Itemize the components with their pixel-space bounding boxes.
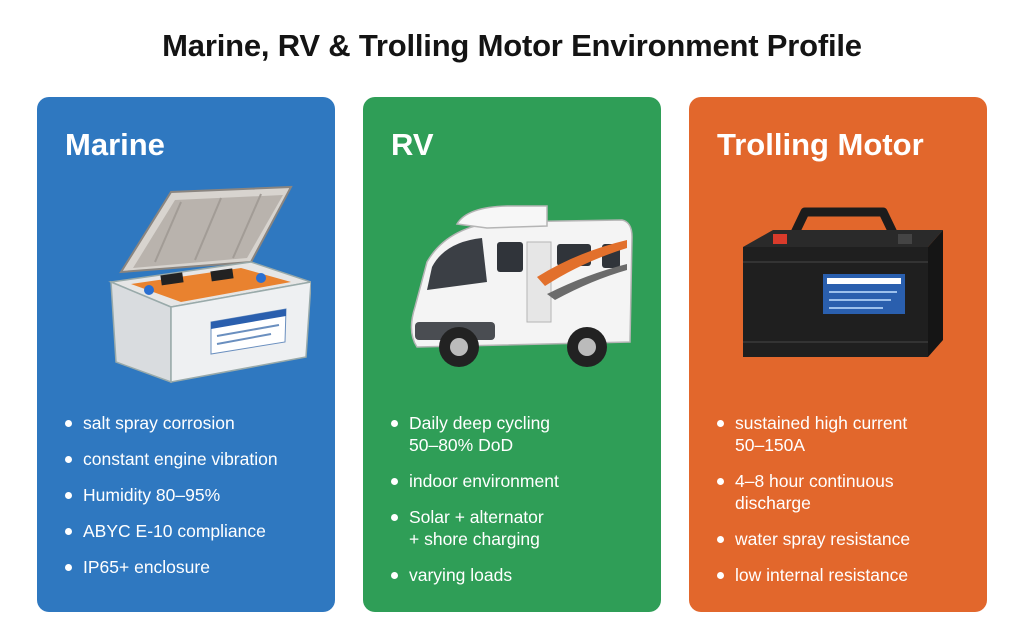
bullet-item: Solar + alternator+ shore charging: [391, 506, 647, 550]
marine-bullet-list: salt spray corrosion constant engine vib…: [65, 412, 321, 592]
bullet-item: Humidity 80–95%: [65, 484, 321, 506]
bullet-item: ABYC E-10 compliance: [65, 520, 321, 542]
bullet-dot: [717, 420, 724, 427]
trolling-motor-battery-icon: [743, 207, 943, 357]
card-title-marine: Marine: [65, 127, 165, 162]
bullet-dot: [65, 564, 72, 571]
bullet-dot: [65, 528, 72, 535]
bullet-dot: [391, 514, 398, 521]
marine-card: Marine salt spray corrosion constant eng…: [37, 97, 335, 612]
bullet-dot: [391, 420, 398, 427]
bullet-item: salt spray corrosion: [65, 412, 321, 434]
bullet-item: IP65+ enclosure: [65, 556, 321, 578]
bullet-dot: [391, 572, 398, 579]
card-title-trolling-motor: Trolling Motor: [717, 127, 924, 162]
bullet-item: indoor environment: [391, 470, 647, 492]
card-title-rv: RV: [391, 127, 434, 162]
bullet-dot: [65, 420, 72, 427]
rv-motorhome-icon: [410, 205, 633, 367]
bullet-item: constant engine vibration: [65, 448, 321, 470]
bullet-dot: [717, 536, 724, 543]
page-title: Marine, RV & Trolling Motor Environment …: [162, 28, 862, 63]
bullet-item: water spray resistance: [717, 528, 973, 550]
bullet-item: varying loads: [391, 564, 647, 586]
bullet-item: low internal resistance: [717, 564, 973, 586]
bullet-dot: [717, 572, 724, 579]
bullet-dot: [391, 478, 398, 485]
marine-battery-box-icon: [108, 185, 311, 384]
bullet-dot: [717, 478, 724, 485]
bullet-dot: [65, 456, 72, 463]
bullet-dot: [65, 492, 72, 499]
